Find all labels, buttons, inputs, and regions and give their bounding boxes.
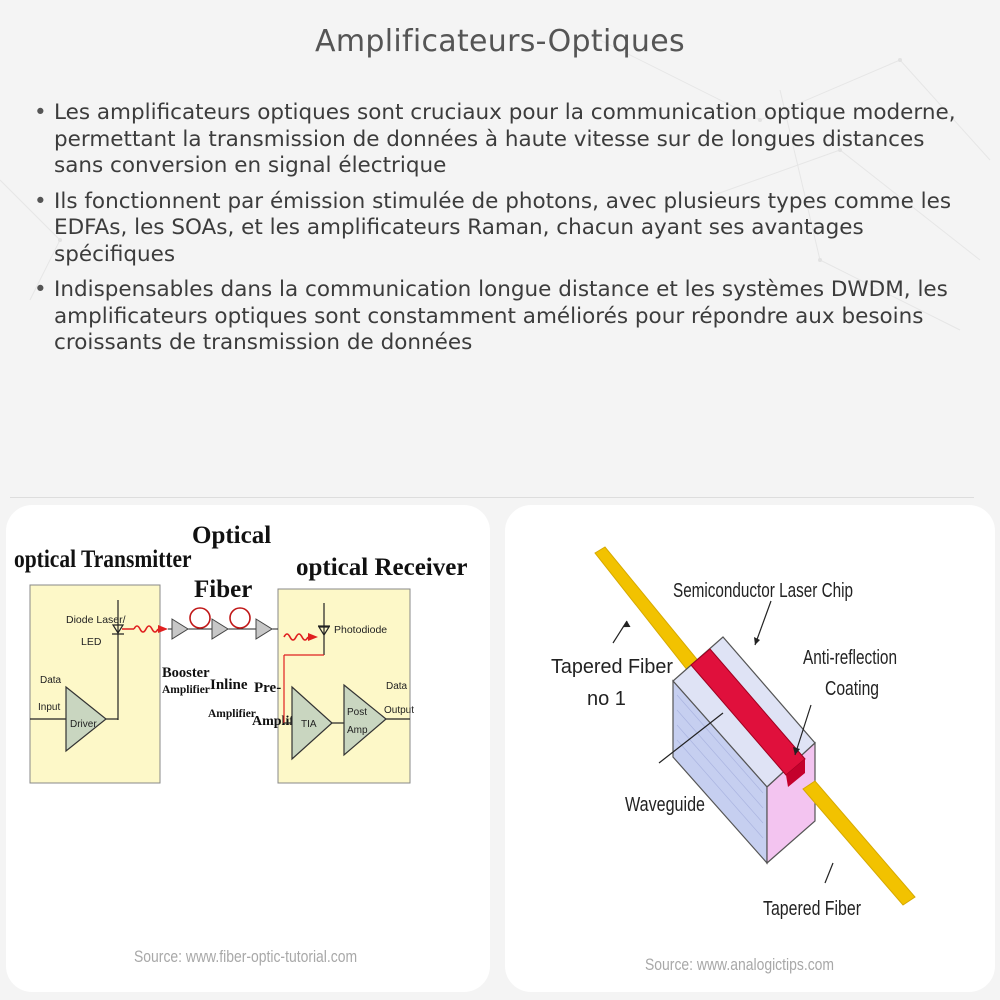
- optical-link-diagram: optical Transmitter Optical Fiber optica…: [14, 522, 467, 784]
- transmitter-heading: optical Transmitter: [14, 546, 192, 574]
- soa-diagram-card: Semiconductor Laser Chip Tapered Fiber n…: [505, 505, 995, 992]
- post-amp-label-line1: Post: [347, 707, 367, 718]
- signal-wave-icon: [133, 625, 159, 633]
- tapered-fiber-1-label-line1: Tapered Fiber: [551, 656, 673, 678]
- bullet-item: Ils fonctionnent par émission stimulée d…: [34, 189, 974, 269]
- diode-label-line1: Diode Laser/: [66, 614, 126, 626]
- booster-label-line2: Amplifier: [162, 684, 210, 696]
- post-amplifier-icon: [343, 683, 387, 757]
- tia-amplifier-icon: [291, 685, 333, 761]
- anti-reflection-label-line2: Coating: [825, 678, 879, 700]
- fiber-coil-icon: [229, 607, 251, 629]
- pre-amplifier-icon: [255, 618, 273, 640]
- booster-amplifier-icon: [171, 618, 189, 640]
- tapered-fiber-1-label-line2: no 1: [587, 688, 626, 710]
- driver-amplifier-icon: [65, 685, 107, 753]
- anti-reflection-label-line1: Anti-reflection: [803, 647, 897, 669]
- diode-label-line2: LED: [81, 636, 102, 648]
- tapered-fiber-2-label: Tapered Fiber: [763, 898, 861, 920]
- bullet-list: Les amplificateurs optiques sont cruciau…: [34, 100, 974, 366]
- fiber-coil-icon: [189, 607, 211, 629]
- receiver-heading: optical Receiver: [296, 554, 467, 581]
- booster-label-line1: Booster: [162, 665, 210, 681]
- tapered-fiber-lower: [802, 780, 916, 906]
- optical-link-diagram-card: optical Transmitter Optical Fiber optica…: [6, 505, 490, 992]
- fiber-heading-line2: Fiber: [194, 576, 252, 603]
- signal-wave-icon: [283, 633, 309, 641]
- source-caption: Source: www.analogictips.com: [645, 955, 835, 974]
- chip-label: Semiconductor Laser Chip: [673, 580, 853, 602]
- photodiode-icon: [317, 626, 331, 637]
- source-caption: Source: www.fiber-optic-tutorial.com: [134, 947, 358, 966]
- data-output-label-line1: Data: [386, 681, 408, 692]
- inline-label-line1: Inline: [210, 677, 248, 693]
- data-input-label-line1: Data: [40, 675, 62, 686]
- driver-label: Driver: [70, 719, 97, 730]
- transmitter-block: [29, 584, 161, 784]
- laser-diode-icon: [111, 624, 125, 635]
- post-amp-label-line2: Amp: [347, 725, 368, 736]
- data-input-label-line2: Input: [38, 702, 60, 713]
- inline-amplifier-icon: [211, 618, 229, 640]
- bullet-item: Les amplificateurs optiques sont cruciau…: [34, 100, 974, 180]
- waveguide-label: Waveguide: [625, 794, 705, 816]
- tia-label: TIA: [301, 719, 317, 730]
- page-title: Amplificateurs-Optiques: [315, 24, 685, 59]
- bullet-item: Indispensables dans la communication lon…: [34, 277, 974, 357]
- section-divider: [10, 497, 974, 498]
- data-output-label-line2: Output: [384, 705, 414, 716]
- inline-label-line2: Amplifier: [208, 708, 256, 720]
- photodiode-label: Photodiode: [334, 624, 387, 636]
- waveguide-facet: [786, 759, 805, 787]
- soa-diagram: Semiconductor Laser Chip Tapered Fiber n…: [551, 546, 916, 920]
- pre-label-line1: Pre-: [254, 680, 281, 696]
- tapered-fiber-upper: [594, 546, 701, 672]
- fiber-heading-line1: Optical: [192, 522, 271, 549]
